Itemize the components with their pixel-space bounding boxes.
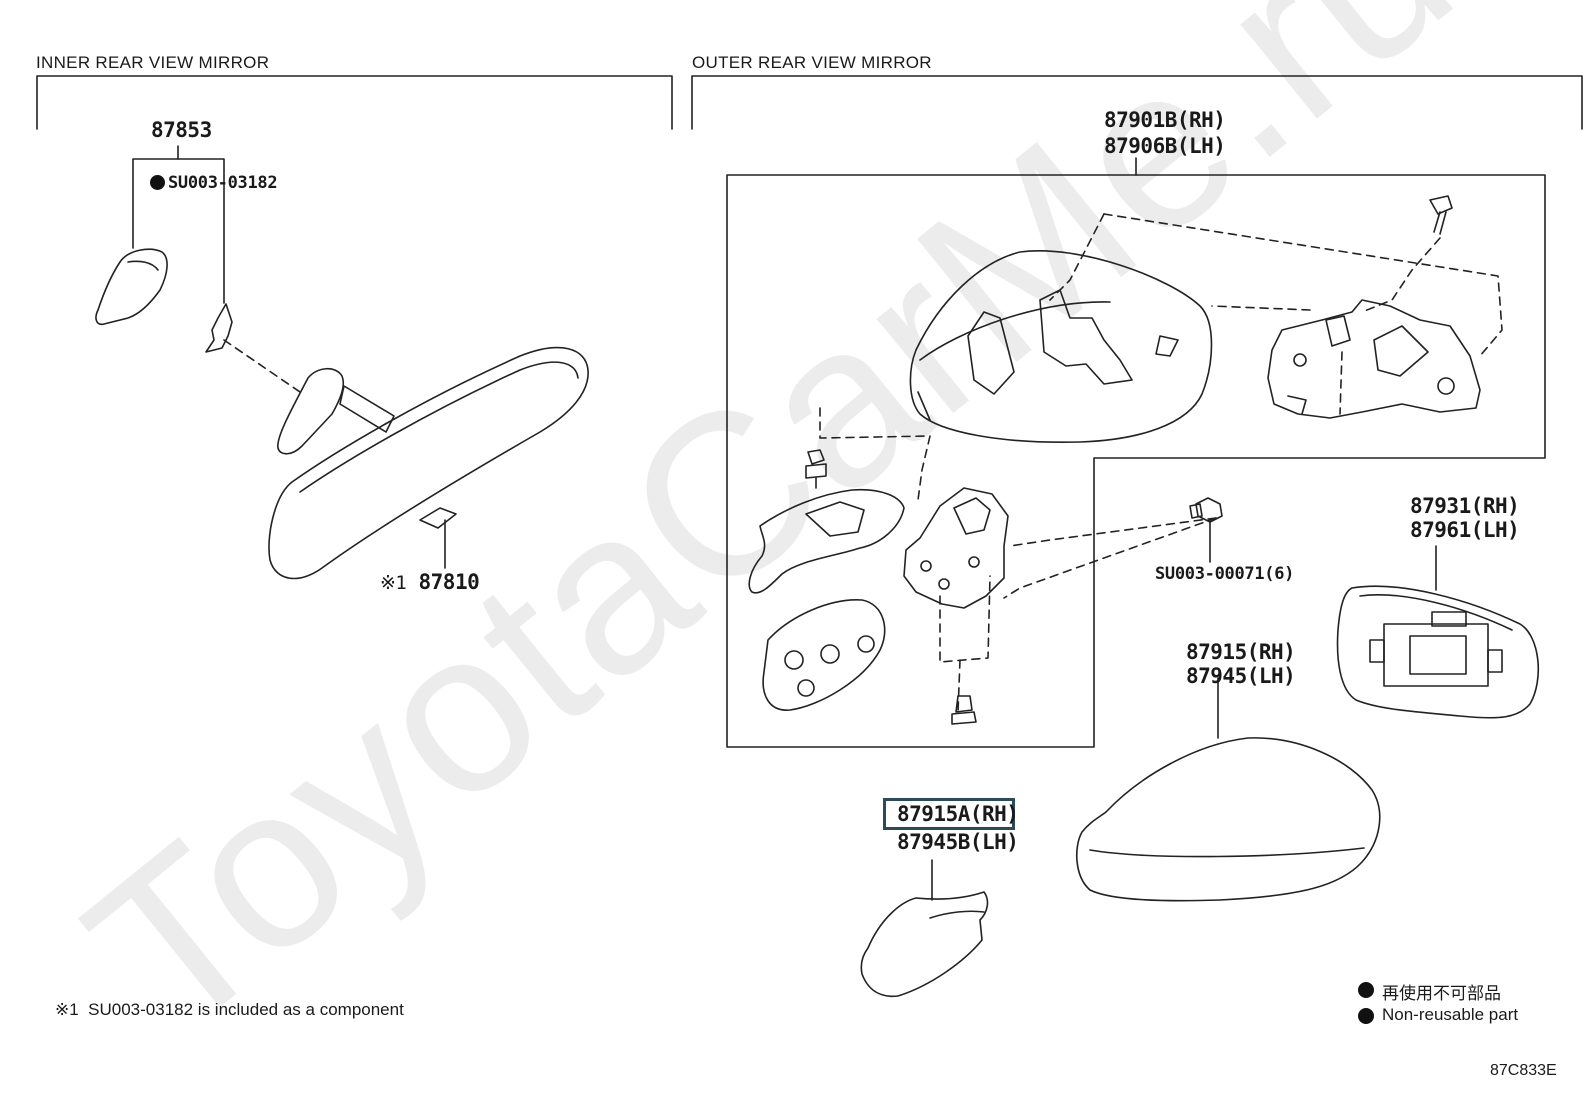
part-87961-label[interactable]: 87961(LH) — [1410, 518, 1520, 542]
legend-item-non-reusable-en: Non-reusable part — [1382, 1005, 1519, 1024]
part-87945-label[interactable]: 87945(LH) — [1186, 664, 1296, 688]
non-reusable-marker — [150, 175, 165, 190]
mirror-base-cover-outer — [860, 859, 989, 998]
outer-mirror-glass — [1336, 545, 1540, 719]
bolt-su003-00071 — [1189, 497, 1223, 563]
part-87853-label[interactable]: 87853 — [151, 118, 212, 142]
inner-mirror-callout-lines — [132, 145, 446, 569]
inner-section-title: INNER REAR VIEW MIRROR — [36, 53, 270, 72]
screw-top — [1429, 195, 1453, 235]
screw-left — [805, 449, 827, 489]
mirror-base-cover — [748, 488, 905, 594]
part-su003-03182-label[interactable]: SU003-03182 — [150, 175, 278, 192]
mirror-base-clip — [205, 303, 233, 353]
part-87931-label[interactable]: 87931(RH) — [1410, 494, 1520, 518]
outer-mirror-cover — [1075, 677, 1381, 902]
part-87810-label[interactable]: ※1 87810 — [380, 570, 480, 594]
mirror-cover-part — [95, 248, 168, 326]
outer-assembly-frame — [726, 157, 1546, 748]
mirror-pivot-base — [903, 487, 1009, 609]
part-87906b-label[interactable]: 87906B(LH) — [1104, 134, 1226, 158]
outer-mirror-housing — [909, 250, 1213, 444]
inner-rear-view-mirror — [268, 346, 589, 580]
mirror-base-gasket — [762, 599, 886, 711]
legend-dot-1 — [1358, 982, 1374, 998]
assembly-dashed-line — [223, 339, 301, 393]
part-su003-00071-label[interactable]: SU003-00071(6) — [1155, 564, 1295, 584]
legend-item-non-reusable-ja: 再使用不可部品 — [1382, 984, 1501, 1003]
outer-section-bracket — [691, 75, 1583, 130]
outer-section-title: OUTER REAR VIEW MIRROR — [692, 53, 932, 72]
legend-dot-2 — [1358, 1008, 1374, 1024]
part-87945b-label[interactable]: 87945B(LH) — [897, 830, 1019, 854]
footnote: ※1 SU003-03182 is included as a componen… — [55, 1000, 404, 1019]
part-87915-label[interactable]: 87915(RH) — [1186, 640, 1296, 664]
inner-section-bracket — [36, 75, 673, 130]
highlighted-part-box — [883, 798, 1015, 830]
mirror-actuator-assembly — [1267, 299, 1481, 419]
outer-dashed-lines — [819, 213, 1503, 713]
part-87915a-label[interactable]: 87915A(RH) — [897, 802, 1019, 826]
diagram-code: 87C833E — [1490, 1062, 1557, 1079]
part-87901b-label[interactable]: 87901B(RH) — [1104, 108, 1226, 132]
screw-bottom — [951, 695, 977, 725]
